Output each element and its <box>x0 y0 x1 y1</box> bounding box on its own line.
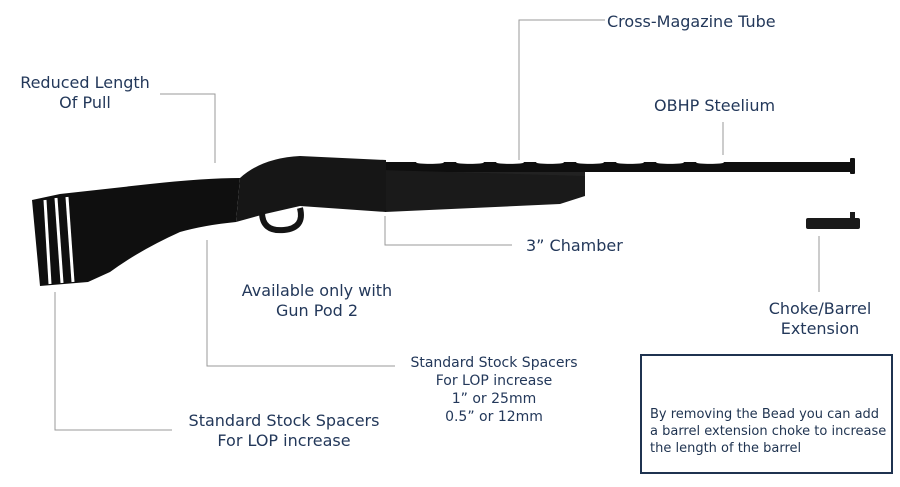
choke-info-text: By removing the Bead you can add a barre… <box>650 407 887 456</box>
stock <box>32 178 240 286</box>
label-line: For LOP increase <box>435 373 553 389</box>
label-line: Standard Stock Spacers <box>410 355 578 371</box>
label-line: Standard Stock Spacers <box>188 411 380 430</box>
label-stock-spacers-sizes: Standard Stock Spacers For LOP increase … <box>398 354 590 426</box>
label-obhp-steelium: OBHP Steelium <box>654 96 775 116</box>
choke-info-box: By removing the Bead you can add a barre… <box>640 354 893 474</box>
leader-lines <box>54 19 820 431</box>
forend <box>380 170 585 212</box>
label-cross-magazine-tube: Cross-Magazine Tube <box>607 12 776 31</box>
label-line: Of Pull <box>59 93 111 112</box>
label-line: Available only with <box>241 281 393 300</box>
label-reduced-length-of-pull: Reduced Length Of Pull <box>14 73 156 113</box>
label-line: Gun Pod 2 <box>275 301 359 320</box>
label-chamber: 3” Chamber <box>526 236 623 255</box>
barrel <box>380 162 852 172</box>
label-line: 0.5” or 12mm <box>445 409 543 425</box>
label-text: OBHP Steelium <box>654 96 776 115</box>
label-available-gun-pod: Available only with Gun Pod 2 <box>228 281 406 321</box>
vent-rib <box>416 161 724 164</box>
label-line: Extension <box>780 319 860 338</box>
receiver <box>236 156 386 222</box>
stock-spacers <box>43 196 75 285</box>
choke-extension-part <box>806 212 860 229</box>
front-bead <box>850 158 855 174</box>
label-stock-spacers-lop: Standard Stock Spacers For LOP increase <box>172 411 396 451</box>
label-choke-barrel-extension: Choke/Barrel Extension <box>752 299 888 339</box>
label-line: Reduced Length <box>20 73 150 92</box>
label-line: For LOP increase <box>217 431 351 450</box>
label-line: Choke/Barrel <box>768 299 872 318</box>
label-line: 1” or 25mm <box>451 391 537 407</box>
trigger-guard <box>259 207 304 234</box>
